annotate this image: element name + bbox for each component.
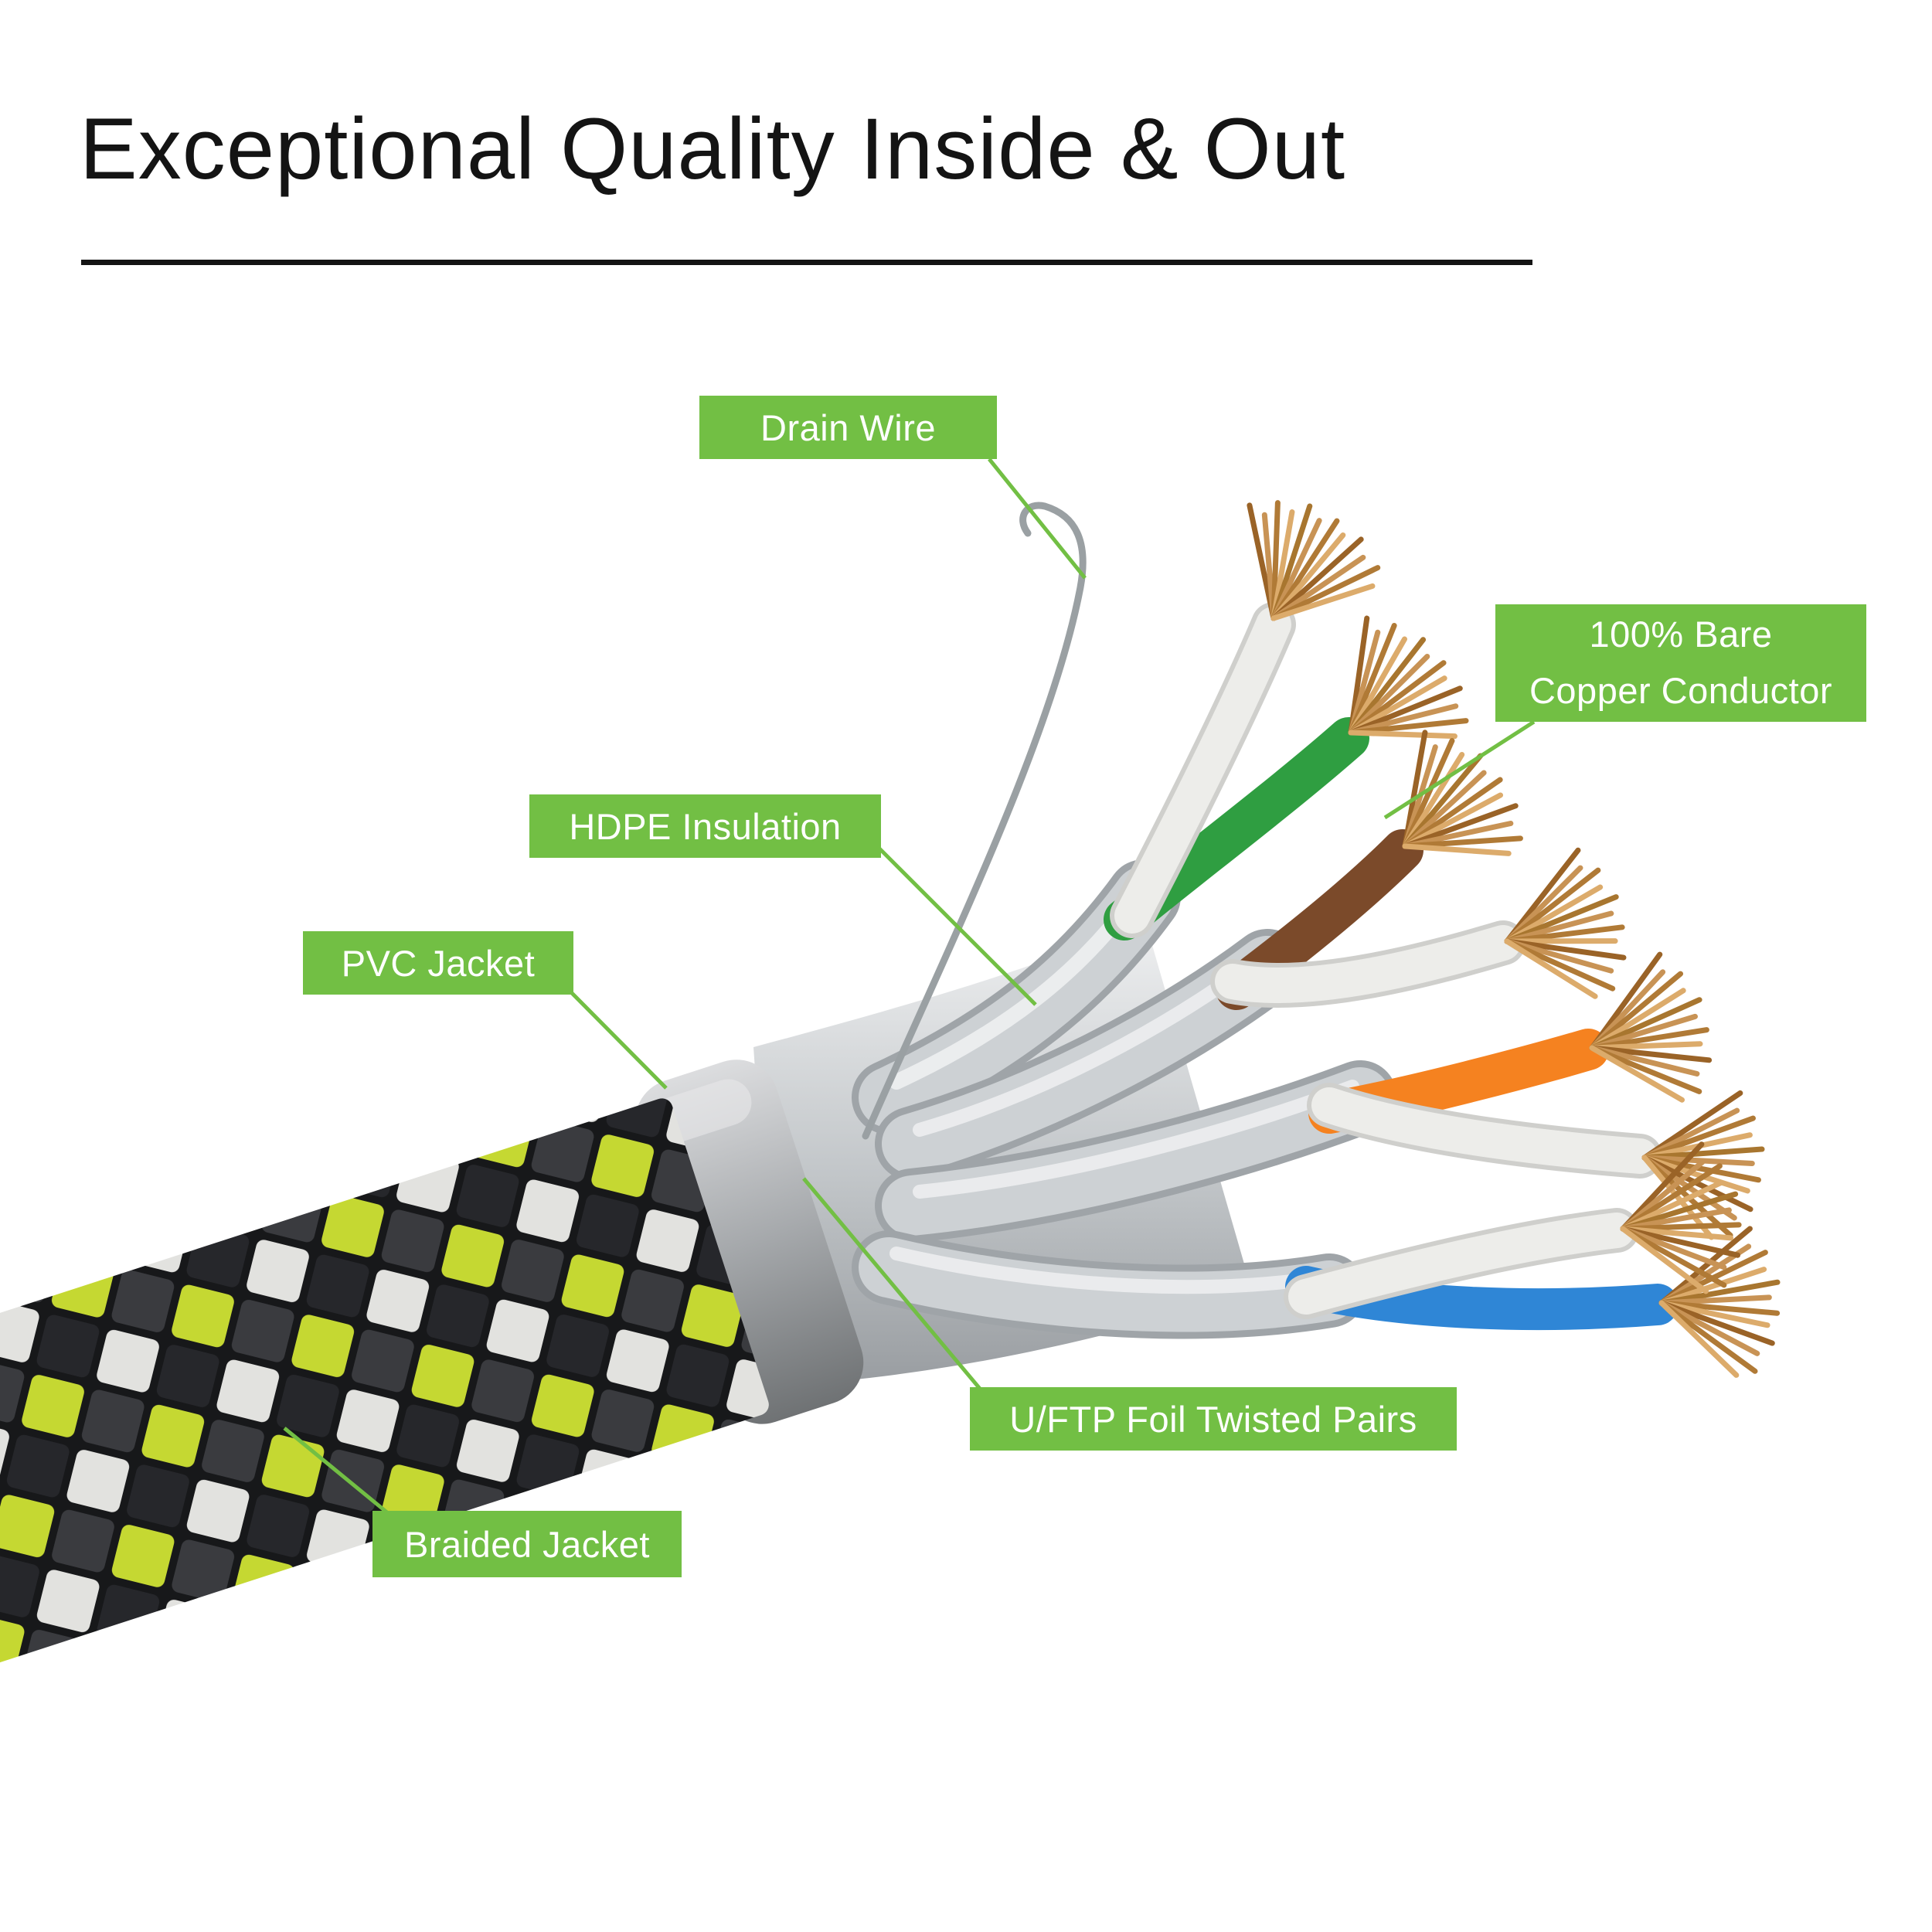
leader-line-hdpe-insulation bbox=[872, 841, 1037, 1006]
drain-wire-graphic bbox=[862, 502, 1087, 1140]
twisted-pair-brown bbox=[1210, 714, 1634, 1010]
label-hdpe-insulation: HDPE Insulation bbox=[529, 794, 881, 858]
leader-line-pvc-jacket bbox=[566, 988, 668, 1090]
label-braided-text: Braided Jacket bbox=[404, 1523, 650, 1565]
label-uftp-pairs: U/FTP Foil Twisted Pairs bbox=[970, 1387, 1457, 1451]
label-drain-wire: Drain Wire bbox=[699, 396, 997, 459]
leader-line-uftp-pairs bbox=[802, 1177, 981, 1390]
label-pvc-jacket: PVC Jacket bbox=[303, 931, 573, 995]
label-uftp-text: U/FTP Foil Twisted Pairs bbox=[1009, 1398, 1417, 1440]
twisted-pair-blue bbox=[1284, 1141, 1780, 1376]
label-hdpe-text: HDPE Insulation bbox=[569, 805, 842, 847]
page-title: Exceptional Quality Inside & Out bbox=[80, 100, 1346, 197]
copper-strands bbox=[1494, 845, 1634, 1009]
label-braided-jacket: Braided Jacket bbox=[372, 1511, 682, 1577]
braided-jacket-graphic bbox=[0, 1098, 769, 1706]
twisted-pair-orange bbox=[1307, 948, 1770, 1243]
label-pvc-text: PVC Jacket bbox=[341, 942, 536, 984]
twisted-pair-green bbox=[1104, 479, 1485, 940]
leader-line-braided-jacket bbox=[283, 1427, 389, 1515]
label-drain-wire-text: Drain Wire bbox=[760, 406, 936, 448]
label-copper-line2: Copper Conductor bbox=[1529, 670, 1833, 711]
leader-line-drain-wire bbox=[988, 457, 1087, 580]
label-copper-line1: 100% Bare bbox=[1589, 614, 1773, 655]
title-underline bbox=[81, 260, 1532, 265]
label-copper-conductor: 100% Bare Copper Conductor bbox=[1495, 604, 1866, 722]
leader-line-copper-conductor bbox=[1383, 719, 1536, 820]
